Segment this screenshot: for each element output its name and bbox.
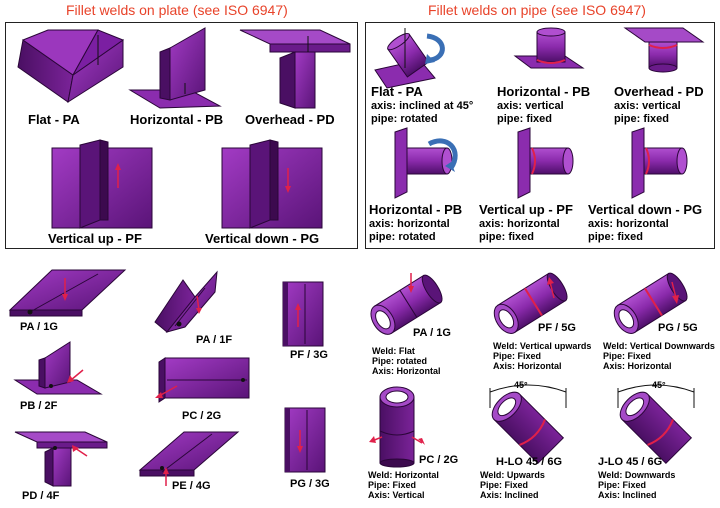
vertical-down-pg-label: Vertical down - PG [205, 231, 320, 246]
pipe-j-lo-45-axis: Axis: Inclined [598, 490, 657, 500]
pipe-j-lo-45-text: Weld: Downwards Pipe: Fixed Axis: Inclin… [598, 470, 675, 500]
pipe-overhead-pd-axis: axis: vertical [614, 100, 681, 112]
pipe-h-lo-45-text: Weld: Upwards Pipe: Fixed Axis: Inclined [480, 470, 545, 500]
pipe-vertical-up-pf-axis: axis: horizontal [479, 218, 560, 230]
pipe-pa-1g-pipe: Pipe: rotated [372, 356, 428, 366]
overhead-pd-figure [239, 29, 351, 109]
pipe-pc-2g-weld: Weld: Horizontal [368, 470, 439, 480]
plate-section-title: Fillet welds on plate (see ISO 6947) [66, 2, 288, 18]
pg-3g-label: PG / 3G [290, 478, 330, 490]
pipe-pf-5g-tag: PF / 5G [538, 322, 576, 334]
pa-1g-figure [8, 269, 127, 317]
pa-1g-label: PA / 1G [20, 321, 58, 333]
pipe-pa-1g-weld: Weld: Flat [372, 346, 415, 356]
pa-1f-label: PA / 1F [196, 334, 233, 346]
pipe-overhead-pd-figure [623, 27, 705, 73]
pf-3g-label: PF / 3G [290, 349, 328, 361]
pipe-horizontal-pb-h-state: pipe: rotated [369, 231, 436, 243]
pipe-pf-5g-text: Weld: Vertical upwards Pipe: Fixed Axis:… [493, 341, 591, 371]
pipe-horizontal-pb-h-figure [394, 127, 458, 199]
pipe-pa-1g-tag: PA / 1G [413, 327, 451, 339]
pipe-h-lo-45-angle: 45° [514, 380, 528, 390]
pipe-pf-5g-weld: Weld: Vertical upwards [493, 341, 592, 351]
pipe-vertical-up-pf-label: Vertical up - PF [479, 202, 573, 217]
pipe-j-lo-45-figure [617, 384, 695, 465]
pipe-vertical-down-pg-state: pipe: fixed [588, 231, 644, 243]
pipe-flat-pa-figure [374, 28, 445, 89]
pipe-horizontal-pb-v-axis: axis: vertical [497, 100, 564, 112]
pg-3g-figure [284, 407, 326, 473]
pipe-pf-5g-pipe: Pipe: Fixed [493, 351, 542, 361]
pipe-vertical-down-pg-axis: axis: horizontal [588, 218, 669, 230]
flat-pa-label: Flat - PA [28, 112, 80, 127]
pipe-overhead-pd-label: Overhead - PD [614, 84, 704, 99]
pipe-horizontal-pb-v-figure [513, 27, 585, 69]
pipe-h-lo-45-axis: Axis: Inclined [480, 490, 539, 500]
pipe-horizontal-pb-h-axis: axis: horizontal [369, 218, 450, 230]
horizontal-pb-label: Horizontal - PB [130, 112, 224, 127]
pipe-horizontal-pb-h-label: Horizontal - PB [369, 202, 463, 217]
vertical-up-pf-figure [51, 139, 153, 229]
pipe-pc-2g-tag: PC / 2G [419, 454, 459, 466]
pipe-vertical-up-pf-figure [517, 127, 574, 199]
pipe-j-lo-45-pipe: Pipe: Fixed [598, 480, 647, 490]
pipe-j-lo-45-tag: J-LO 45 / 6G [598, 456, 663, 468]
pipe-j-lo-45-weld: Weld: Downwards [598, 470, 676, 480]
flat-pa-figure [17, 29, 125, 104]
pipe-horizontal-pb-v-label: Horizontal - PB [497, 84, 591, 99]
pipe-h-lo-45-tag: H-LO 45 / 6G [496, 456, 563, 468]
pb-2f-label: PB / 2F [20, 400, 58, 412]
pipe-vertical-down-pg-figure [631, 127, 688, 199]
pipe-pg-5g-figure [613, 272, 688, 334]
pipe-vertical-down-pg-label: Vertical down - PG [588, 202, 703, 217]
pipe-pa-1g-text: Weld: Flat Pipe: rotated Axis: Horizonta… [372, 346, 441, 376]
pe-4g-label: PE / 4G [172, 480, 211, 492]
pipe-panel [365, 22, 715, 249]
pd-4f-figure [14, 431, 108, 487]
pipe-pg-5g-weld: Weld: Vertical Downwards [603, 341, 715, 351]
pipe-vertical-up-pf-state: pipe: fixed [479, 231, 535, 243]
pipe-pg-5g-tag: PG / 5G [658, 322, 698, 334]
pipe-flat-pa-label: Flat - PA [371, 84, 423, 99]
pe-4g-figure [138, 431, 240, 486]
pipe-pg-5g-axis: Axis: Horizontal [603, 361, 672, 371]
pa-1f-figure [154, 270, 218, 333]
pipe-flat-pa-axis: axis: inclined at 45° [371, 100, 474, 112]
pipe-h-lo-45-pipe: Pipe: Fixed [480, 480, 529, 490]
overhead-pd-label: Overhead - PD [245, 112, 335, 127]
pipe-pa-1g-axis: Axis: Horizontal [372, 366, 441, 376]
pipe-pc-2g-figure [369, 386, 425, 468]
pipe-pf-5g-figure [493, 272, 568, 334]
plate-panel [5, 22, 358, 249]
pipe-pc-2g-axis: Axis: Vertical [368, 490, 425, 500]
horizontal-pb-figure [128, 27, 222, 109]
pd-4f-label: PD / 4F [22, 490, 60, 502]
pipe-pf-5g-axis: Axis: Horizontal [493, 361, 562, 371]
pipe-overhead-pd-state: pipe: fixed [614, 113, 670, 125]
pipe-section-title: Fillet welds on pipe (see ISO 6947) [428, 2, 646, 18]
pc-2g-label: PC / 2G [182, 410, 222, 422]
pipe-j-lo-45-angle: 45° [652, 380, 666, 390]
pipe-pg-5g-text: Weld: Vertical Downwards Pipe: Fixed Axi… [603, 341, 715, 371]
pipe-h-lo-45-figure [489, 384, 567, 465]
vertical-up-pf-label: Vertical up - PF [48, 231, 142, 246]
pf-3g-figure [282, 281, 324, 347]
pb-2f-figure [13, 341, 103, 395]
pipe-pc-2g-pipe: Pipe: Fixed [368, 480, 417, 490]
pipe-horizontal-pb-v-state: pipe: fixed [497, 113, 553, 125]
pipe-pc-2g-text: Weld: Horizontal Pipe: Fixed Axis: Verti… [368, 470, 439, 500]
pipe-pa-1g-figure [370, 273, 443, 335]
pipe-flat-pa-state: pipe: rotated [371, 113, 438, 125]
vertical-down-pg-figure [221, 139, 323, 229]
pipe-pg-5g-pipe: Pipe: Fixed [603, 351, 652, 361]
pipe-h-lo-45-weld: Weld: Upwards [480, 470, 545, 480]
pc-2g-figure [155, 357, 250, 403]
